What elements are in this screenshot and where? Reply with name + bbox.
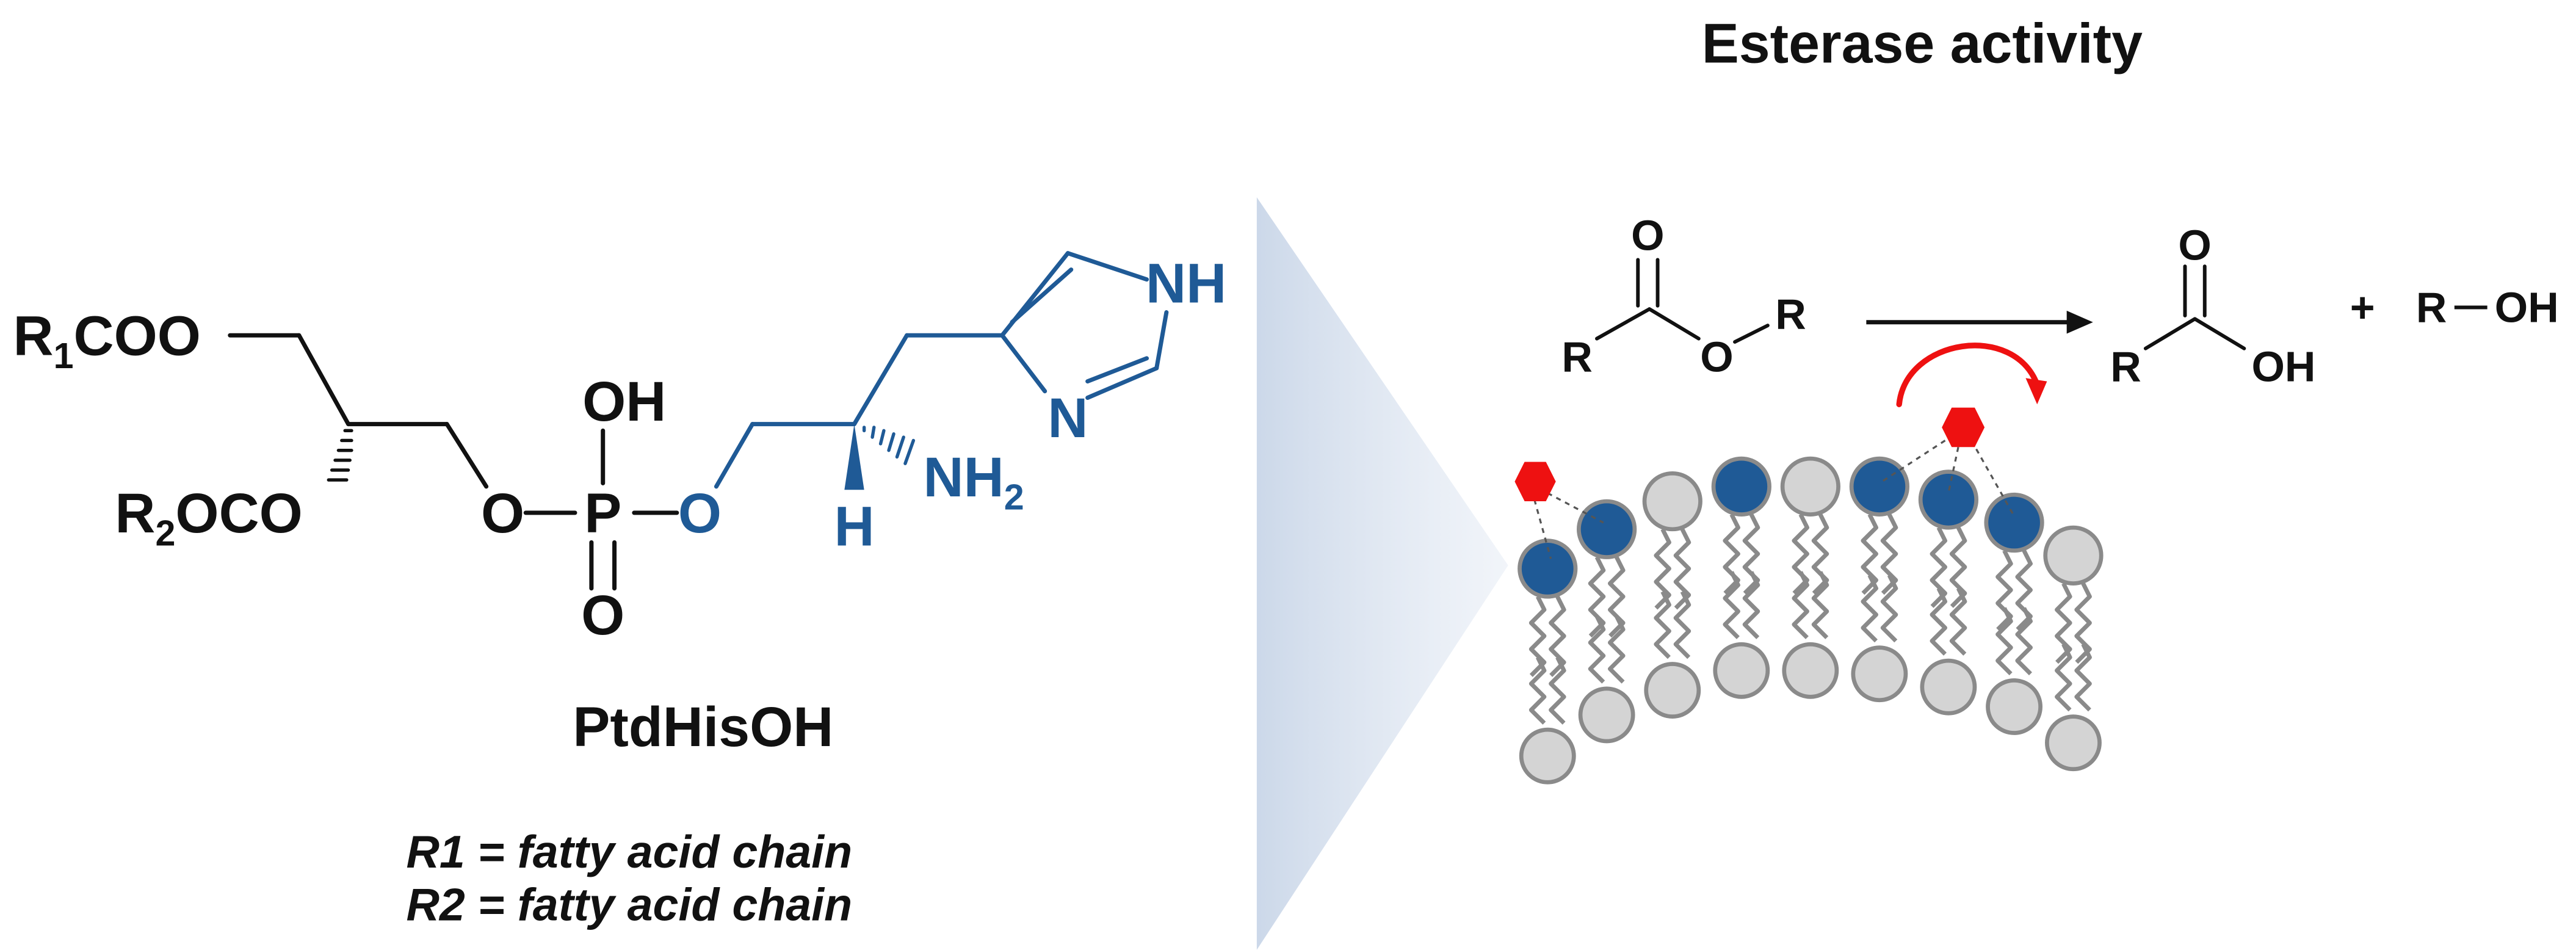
amine-label: NH2 bbox=[924, 446, 1024, 518]
hashed-wedge-glycerol bbox=[327, 429, 353, 482]
ptdhisoh-headgroup bbox=[1984, 492, 2044, 553]
ring-n-label: N bbox=[1047, 387, 1088, 449]
lipid-tail bbox=[1880, 513, 1898, 595]
lipid-headgroup-inner bbox=[1519, 727, 1576, 785]
lipid-membrane bbox=[1518, 456, 2104, 785]
ester-r-right: R bbox=[1775, 290, 1806, 338]
ester-o: O bbox=[1700, 333, 1733, 380]
lipid-tail bbox=[1995, 607, 2013, 676]
note-r1: R1 = fatty acid chain bbox=[406, 826, 852, 877]
lipid-tail bbox=[1654, 528, 1671, 610]
ptdhisoh-headgroup bbox=[1518, 538, 1578, 599]
ring-nh-label: NH bbox=[1146, 252, 1226, 314]
phosphate-o-down-label: O bbox=[581, 584, 624, 647]
ptdhisoh-headgroup bbox=[1711, 456, 1771, 517]
alcohol-r: R bbox=[2416, 284, 2447, 332]
hashed-wedge-amine bbox=[862, 426, 916, 465]
ptdhisoh-structure: R1COO R2OCO O P OH O O NH2 H NH N bbox=[13, 251, 1226, 647]
acid-oh: OH bbox=[2251, 343, 2315, 391]
catalyst-hexagon-right bbox=[1942, 407, 1985, 448]
ester-carbonyl-o: O bbox=[1631, 211, 1664, 259]
ptdhisoh-headgroup bbox=[1849, 456, 1909, 517]
lipid-tail bbox=[1930, 587, 1948, 656]
lipid-tail bbox=[1654, 590, 1671, 659]
lipid-tail bbox=[1673, 528, 1691, 610]
backbone-bonds bbox=[228, 333, 679, 591]
alcohol-oh: OH bbox=[2495, 284, 2559, 332]
lipid-tail bbox=[1608, 556, 1626, 638]
lipid-tail bbox=[1742, 571, 1760, 639]
lipid-headgroup-inner bbox=[1713, 642, 1770, 699]
acid-structure: O R OH bbox=[2110, 221, 2315, 390]
linker-o-label: O bbox=[678, 482, 722, 545]
lipid-tail bbox=[1949, 587, 1967, 656]
note-r2: R2 = fatty acid chain bbox=[406, 879, 852, 930]
lipid-tail bbox=[2074, 582, 2092, 664]
phosphate-o-left-label: O bbox=[481, 482, 524, 545]
lipid-tail bbox=[2074, 643, 2092, 712]
reaction-arrow bbox=[1866, 310, 2093, 334]
phosphate-oh-label: OH bbox=[582, 371, 666, 433]
lipid-headgroup-inner bbox=[1851, 645, 1908, 703]
catalytic-curved-arrow bbox=[1896, 343, 2047, 407]
lipid-tail bbox=[1930, 526, 1948, 608]
lipid-tail bbox=[1549, 595, 1566, 677]
ester-r-left: R bbox=[1561, 333, 1593, 380]
lipid-tail bbox=[1723, 571, 1740, 639]
histidinol-bonds bbox=[714, 251, 1169, 489]
lipid-headgroup-inner bbox=[1644, 662, 1701, 719]
lipid-headgroup bbox=[1642, 471, 1702, 532]
acid-carbonyl-o: O bbox=[2178, 221, 2211, 269]
lipid-headgroup-inner bbox=[1920, 658, 1977, 716]
ptdhisoh-headgroup bbox=[1577, 499, 1637, 559]
divider-triangle bbox=[1256, 197, 1508, 950]
molecule-name: PtdHisOH bbox=[573, 696, 833, 758]
stereo-h-label: H bbox=[834, 496, 874, 558]
lipid-tail bbox=[1792, 571, 1809, 639]
alcohol-structure: R OH bbox=[2416, 284, 2559, 332]
lipid-tail bbox=[1811, 571, 1829, 639]
catalyst-hexagon-left bbox=[1514, 462, 1556, 502]
ester-structure: O R O R bbox=[1561, 211, 1806, 380]
lipid-tail bbox=[2015, 549, 2033, 631]
lipid-tail bbox=[1861, 574, 1878, 643]
lipid-tail bbox=[1949, 526, 1967, 608]
lipid-tail bbox=[1811, 513, 1829, 595]
lipid-tail bbox=[1549, 656, 1566, 725]
lipid-tail bbox=[1588, 615, 1606, 684]
ptdhisoh-headgroup bbox=[1918, 470, 1979, 530]
solid-wedge-h bbox=[844, 424, 864, 490]
plus-sign: + bbox=[2350, 284, 2375, 332]
diagram-title: Esterase activity bbox=[1702, 12, 2143, 74]
lipid-headgroup-inner bbox=[1578, 686, 1635, 744]
phosphorus-label: P bbox=[584, 482, 621, 545]
lipid-headgroup-inner bbox=[2045, 714, 2102, 772]
lipid-tail bbox=[1608, 615, 1626, 684]
r2-group-label: R2OCO bbox=[115, 482, 302, 554]
lipid-tail bbox=[1995, 549, 2013, 631]
lipid-tail bbox=[1792, 513, 1809, 595]
lipid-tail bbox=[1673, 590, 1691, 659]
lipid-headgroup bbox=[2043, 525, 2104, 586]
lipid-tail bbox=[2055, 582, 2072, 664]
catalytic-interactions bbox=[1533, 440, 2015, 559]
lipid-tail bbox=[1880, 574, 1898, 643]
lipid-tail bbox=[2015, 607, 2033, 676]
acid-r: R bbox=[2110, 343, 2141, 391]
lipid-tail bbox=[2055, 643, 2072, 712]
lipid-tail bbox=[1723, 513, 1740, 595]
lipid-tail bbox=[1861, 513, 1878, 595]
lipid-headgroup-inner bbox=[1782, 642, 1839, 699]
lipid-headgroup-inner bbox=[1986, 678, 2042, 735]
r1-group-label: R1COO bbox=[13, 305, 201, 377]
lipid-tail bbox=[1529, 595, 1547, 677]
lipid-tail bbox=[1588, 556, 1606, 638]
lipid-headgroup bbox=[1780, 456, 1840, 517]
lipid-tail bbox=[1529, 656, 1547, 725]
lipid-tail bbox=[1742, 513, 1760, 595]
